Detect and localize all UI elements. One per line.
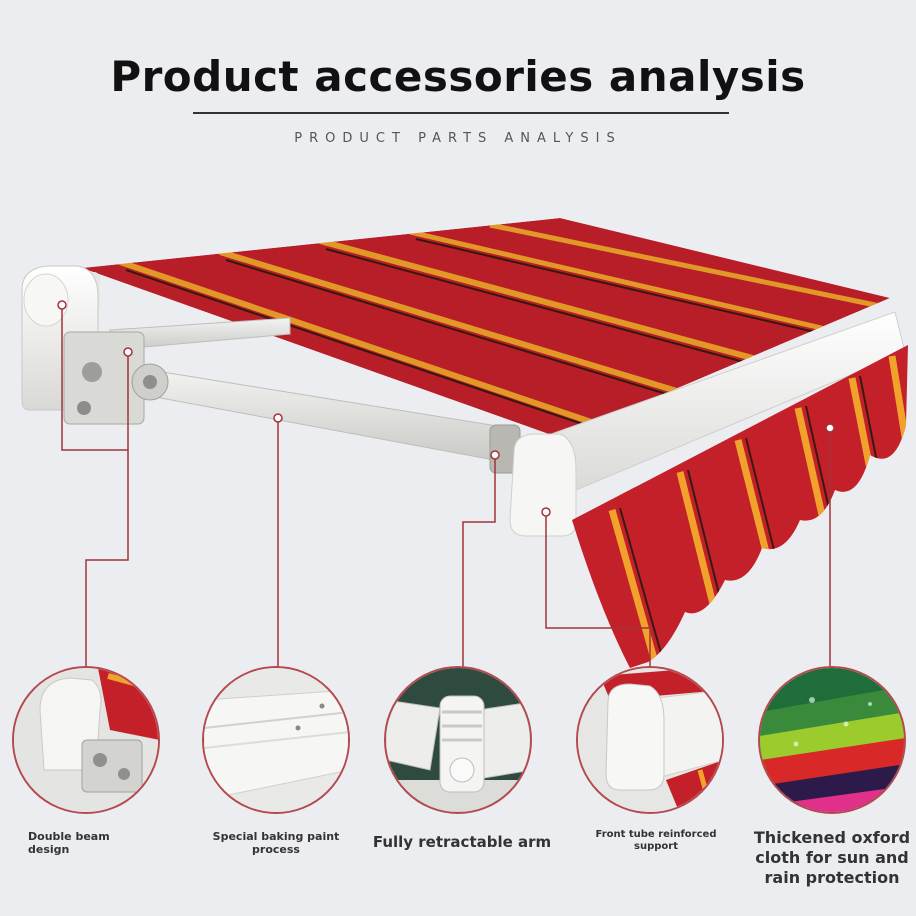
page-title: Product accessories analysis bbox=[110, 52, 806, 101]
mounting-bracket bbox=[63, 331, 169, 425]
callout-lines bbox=[61, 305, 831, 668]
front-tube bbox=[509, 311, 906, 537]
feature-label-oxford-cloth: Thickened oxford cloth for sun and rain … bbox=[753, 828, 911, 887]
folding-arm-front bbox=[149, 369, 521, 474]
page-subtitle: PRODUCT PARTS ANALYSIS bbox=[294, 131, 622, 146]
feature-label-front-tube: Front tube reinforced support bbox=[595, 829, 717, 852]
fabric-swatches-icon bbox=[758, 666, 906, 814]
feature-label-double-beam: Double beam design bbox=[28, 830, 110, 856]
painted-tube-detail-icon bbox=[202, 666, 350, 814]
feature-label-retractable-arm: Fully retractable arm bbox=[372, 833, 552, 851]
feature-label-baking-paint: Special baking paint process bbox=[212, 830, 340, 856]
bracket-detail-icon bbox=[12, 666, 160, 814]
canopy-fabric bbox=[82, 218, 890, 438]
arm-joint-detail-icon bbox=[384, 666, 532, 814]
front-tube-detail-icon bbox=[576, 666, 724, 814]
title-underline bbox=[193, 112, 729, 114]
